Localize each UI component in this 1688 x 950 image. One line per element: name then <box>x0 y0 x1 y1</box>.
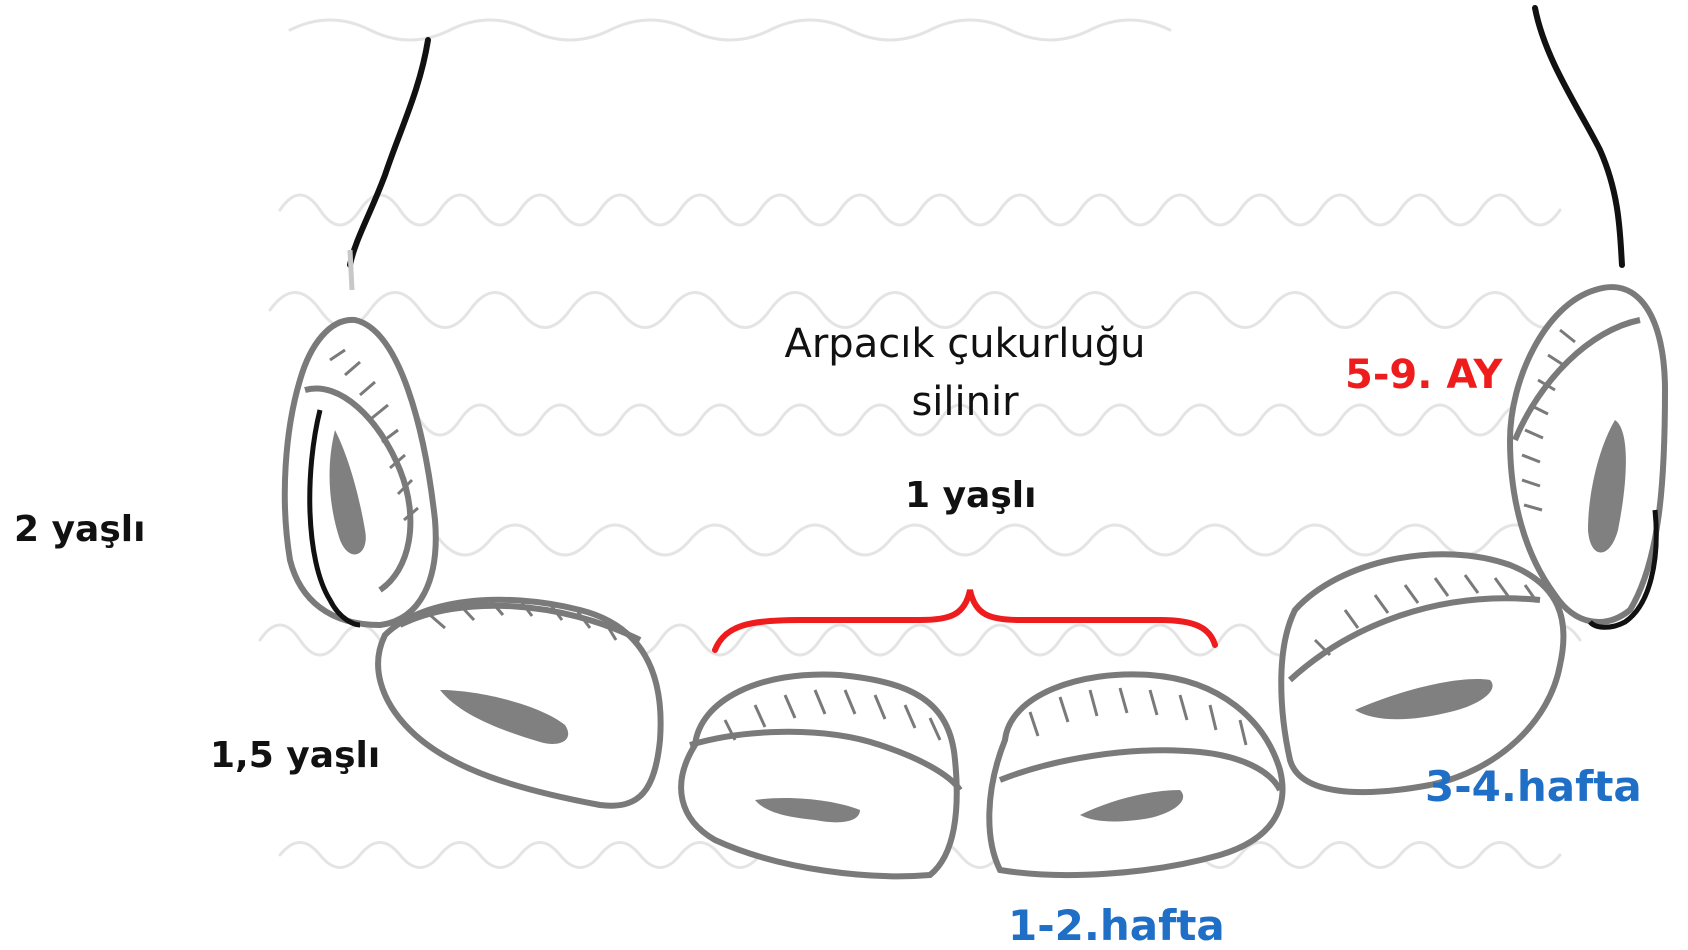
jaw-line-left-lower <box>347 249 355 291</box>
tooth-left-corner <box>281 316 439 629</box>
tooth-left-central <box>678 671 963 880</box>
jaw-hook-left <box>307 409 361 628</box>
tooth-left-intermediate <box>375 596 664 809</box>
label-one-two-weeks: 1-2.hafta <box>1008 901 1225 950</box>
label-two-year: 2 yaşlı <box>14 509 146 550</box>
label-one-year: 1 yaşlı <box>905 475 1037 516</box>
curly-bracket <box>712 589 1218 653</box>
jaw-hook-right <box>1588 509 1659 630</box>
tooth-right-intermediate <box>1278 551 1567 795</box>
jaw-line-right <box>1532 5 1625 268</box>
label-five-nine-months: 5-9. AY <box>1345 352 1503 398</box>
jaw-line-left <box>347 37 431 268</box>
tooth-right-central <box>986 671 1286 878</box>
label-three-four-weeks: 3-4.hafta <box>1425 762 1642 811</box>
tooth-right-corner <box>1506 284 1669 625</box>
title-line-1: Arpacık çukurluğu <box>784 321 1146 367</box>
label-one-half-year: 1,5 yaşlı <box>210 735 381 776</box>
title-line-2: silinir <box>911 379 1019 425</box>
diagram-title: Arpacık çukurluğu silinir <box>730 315 1200 431</box>
